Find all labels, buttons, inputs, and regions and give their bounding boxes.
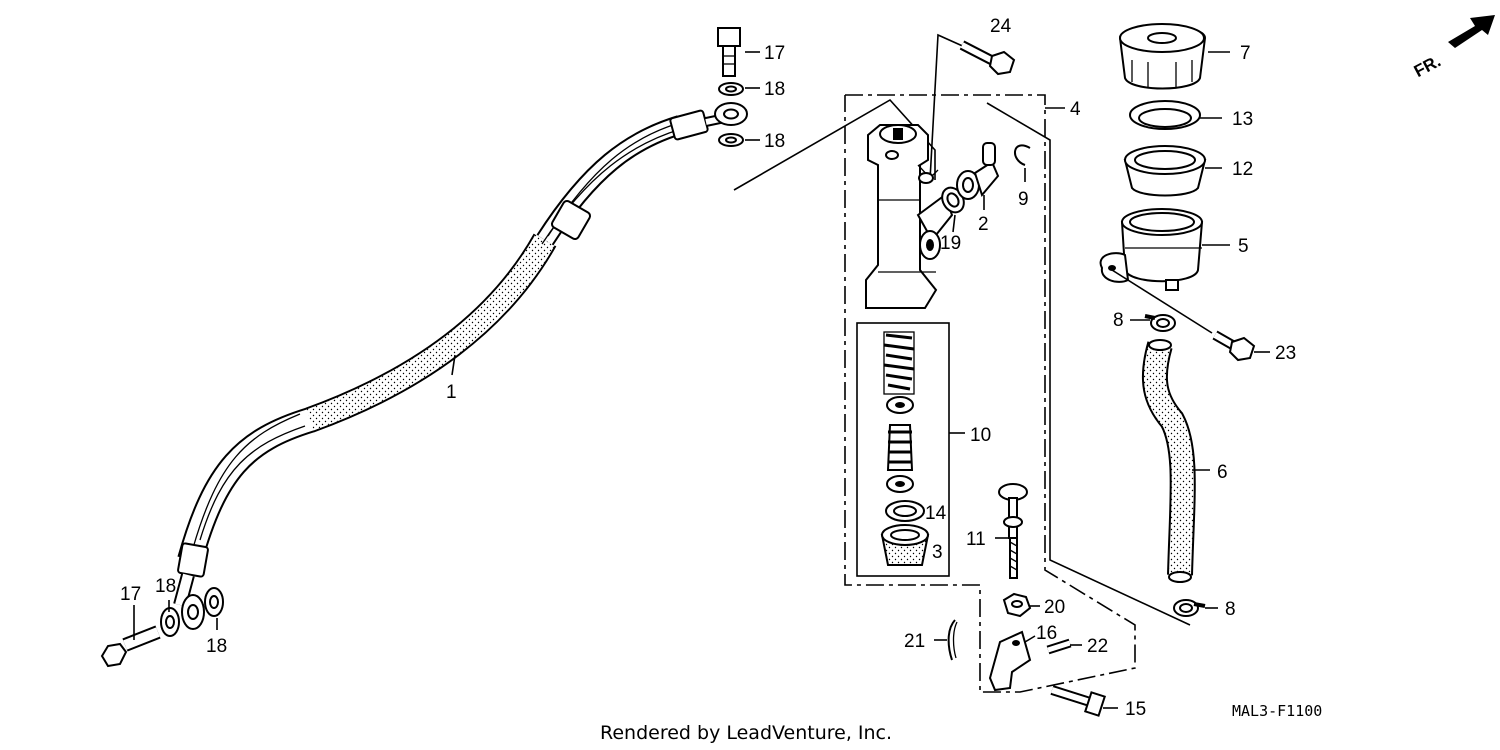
front-direction-label: FR.	[1411, 51, 1444, 81]
callout-1: 1	[446, 382, 457, 403]
callout-8-top: 8	[1113, 310, 1124, 331]
callout-9: 9	[1018, 189, 1029, 210]
pin-22	[1046, 638, 1082, 655]
callout-18-top-upper: 18	[764, 79, 785, 100]
callout-6: 6	[1217, 462, 1228, 483]
callout-3: 3	[932, 542, 943, 563]
callout-20: 20	[1044, 597, 1065, 618]
callout-19: 19	[940, 233, 961, 254]
footer-credit: Rendered by LeadVenture, Inc.	[600, 722, 892, 744]
callout-5: 5	[1238, 236, 1249, 257]
plate-13	[1129, 100, 1222, 130]
diaphragm-12	[1123, 145, 1222, 197]
nut-20	[1002, 592, 1040, 618]
callout-15: 15	[1125, 699, 1146, 720]
callout-22: 22	[1087, 636, 1108, 657]
callout-12: 12	[1232, 159, 1253, 180]
callout-10: 10	[970, 425, 991, 446]
callout-23: 23	[1275, 343, 1296, 364]
piston-kit	[856, 322, 965, 577]
callout-17-bottom: 17	[120, 584, 141, 605]
banjo-bolt-bottom	[100, 587, 224, 668]
clip-8-top	[1130, 314, 1176, 332]
clip-8-bottom	[1173, 599, 1218, 617]
brake-hose	[173, 109, 727, 607]
callout-4: 4	[1070, 99, 1081, 120]
callout-11: 11	[966, 529, 986, 550]
callout-18-bottom-left: 18	[155, 576, 176, 597]
reservoir-hose-6	[1141, 339, 1210, 583]
callout-7: 7	[1240, 43, 1251, 64]
joint-16	[988, 630, 1036, 692]
master-cylinder-body	[865, 124, 954, 309]
callout-17-top: 17	[764, 43, 785, 64]
diagram-code: MAL3-F1100	[1232, 702, 1322, 720]
assembly-frame	[844, 94, 1136, 693]
push-rod-11	[995, 483, 1028, 579]
cotter-pin-21	[934, 619, 958, 661]
callout-2: 2	[978, 214, 989, 235]
reservoir-5	[1099, 208, 1230, 291]
joint-2	[956, 142, 1000, 210]
pin-15	[1050, 685, 1118, 717]
bolt-24	[959, 40, 1016, 76]
callout-8-bottom: 8	[1225, 599, 1236, 620]
callout-18-top-lower: 18	[764, 131, 785, 152]
front-direction-arrow	[1448, 15, 1495, 48]
reservoir-cap-7	[1118, 23, 1230, 90]
callout-13: 13	[1232, 109, 1253, 130]
callout-24: 24	[990, 16, 1012, 37]
callout-16: 16	[1036, 623, 1057, 644]
callout-14: 14	[925, 503, 947, 524]
bolt-23	[1111, 269, 1270, 362]
callout-18-bottom-right: 18	[206, 636, 227, 657]
callout-21: 21	[904, 631, 925, 652]
circlip-9	[1014, 144, 1031, 182]
banjo-bolt-top	[714, 27, 748, 147]
